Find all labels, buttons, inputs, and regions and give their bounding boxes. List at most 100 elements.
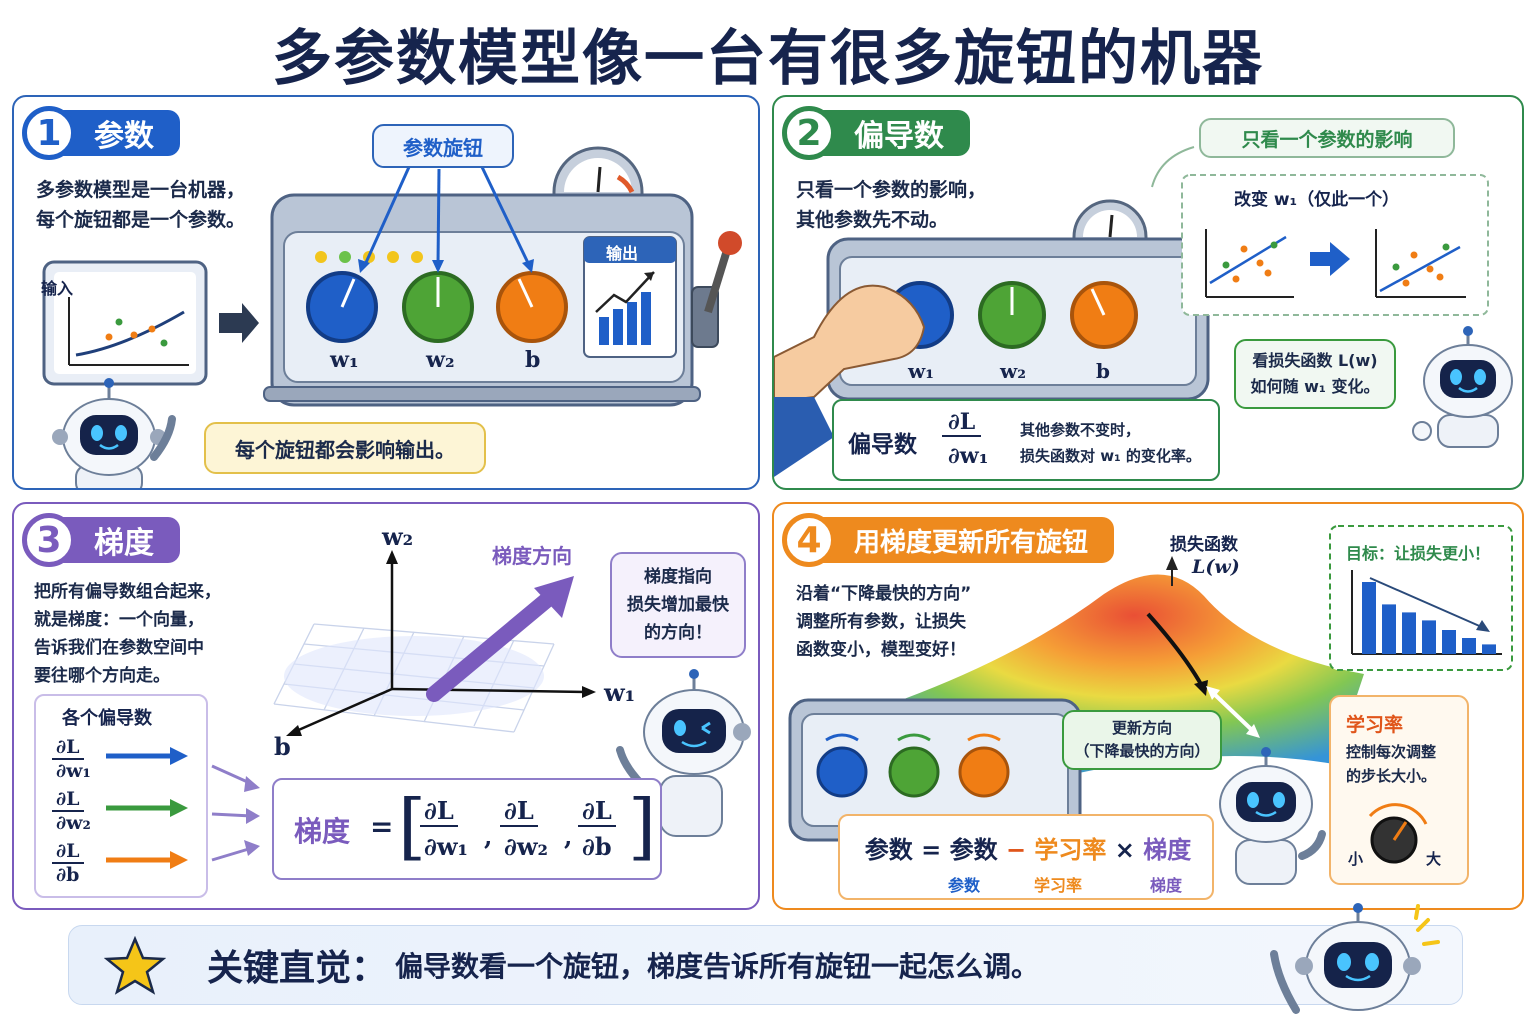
panel3-desc-line3: 告诉我们在参数空间中 [34, 638, 204, 658]
lr-desc-line2: 的步长大小。 [1346, 767, 1437, 785]
panel3-label: 梯度 [62, 517, 180, 563]
knob2-label-b: b [1096, 359, 1110, 383]
knob2-label-w2: w₂ [1000, 359, 1026, 383]
panel-parameters: 1 参数 多参数模型是一台机器， 每个旋钮都是一个参数。 [12, 95, 760, 490]
change-arrow [1310, 242, 1350, 276]
panel2-number: 2 [782, 106, 836, 160]
formula-grad: 梯度 [1143, 836, 1192, 864]
gradient-arrow [426, 586, 562, 702]
panel3-desc: 把所有偏导数组合起来， 就是梯度：一个向量， 告诉我们在参数空间中 要往哪个方向… [34, 578, 221, 690]
def-text: 其他参数不变时， 损失函数对 w₁ 的变化率。 [1020, 417, 1201, 469]
update-label-line1: 更新方向 [1111, 719, 1172, 737]
knob-bubble: 参数旋钮 [372, 124, 514, 168]
robot-panel4 [1219, 747, 1326, 885]
formula-lr: 学习率 [1034, 836, 1107, 864]
goal-bar [1462, 638, 1476, 654]
def-formula-den: ∂w₁ [948, 443, 989, 469]
knob-pointer-w1 [362, 166, 411, 268]
panel4-label: 用梯度更新所有旋钮 [822, 517, 1115, 563]
change-box [1181, 174, 1489, 316]
panel3-number: 3 [22, 513, 76, 567]
knob-pointer-b [480, 166, 531, 266]
grad-comma1: , [484, 822, 493, 851]
formula-eq: = [921, 836, 942, 864]
axis-b [293, 687, 393, 734]
partials-box: 各个偏导数 [34, 694, 208, 898]
goal-bar [1402, 612, 1416, 654]
formula-sub-param: 参数 [948, 876, 981, 895]
panel1-desc-line2: 每个旋钮都是一个参数。 [36, 209, 246, 231]
grad-item3-num: ∂L [578, 796, 616, 827]
robot-panel1 [52, 378, 176, 488]
goal-label: 目标：让损失更小！ [1346, 544, 1491, 563]
lr-small-label: 小 [1348, 850, 1364, 868]
gradient-speech: 梯度指向 损失增加最快 的方向！ [610, 552, 746, 658]
partial-w1-num: ∂L [52, 736, 84, 760]
panel3-illustration [106, 550, 751, 869]
panel2-illustration [774, 146, 1513, 477]
panel1-illustration [42, 146, 742, 488]
robot-speech-panel1: 每个旋钮都会影响输出。 [204, 422, 486, 474]
lever-knob [718, 231, 742, 255]
gradient-speech-line3: 的方向！ [644, 623, 712, 643]
update-formula: 参数 = 参数 − 学习率 × 梯度 [840, 830, 1216, 865]
knob-label-w1: w₁ [330, 347, 359, 373]
knob-label-w2: w₂ [426, 347, 455, 373]
panel1-desc-line1: 多参数模型是一台机器， [36, 179, 246, 201]
combine-arrows [211, 764, 253, 862]
partial-w1-den: ∂w₁ [56, 760, 91, 782]
update-direction-label: 更新方向 （下降最快的方向） [1062, 710, 1222, 770]
panel3-desc-line4: 要往哪个方向走。 [34, 666, 170, 686]
speech2-line1: 看损失函数 L(w) [1252, 351, 1378, 370]
partial-b-den: ∂b [56, 864, 80, 886]
axis-w1-label: w₁ [604, 678, 636, 707]
grad-item3-den: ∂b [582, 832, 612, 861]
loss-label-line1: 损失函数 [1170, 535, 1238, 555]
goal-bar [1482, 644, 1496, 654]
loss-label-line2: L(w) [1192, 556, 1240, 578]
lr-desc-line1: 控制每次调整 [1346, 743, 1437, 761]
partial-b-num: ∂L [52, 840, 84, 864]
grad-comma2: , [564, 822, 573, 851]
output-label: 输出 [606, 244, 639, 263]
knob-w1-panel4 [816, 746, 868, 798]
lr-title: 学习率 [1346, 714, 1404, 736]
page-title: 多参数模型像一台有很多旋钮的机器 [272, 24, 1264, 94]
panel1-number: 1 [22, 106, 76, 160]
panel1-label: 参数 [62, 110, 180, 156]
key-intuition-label: 关键直觉： [207, 948, 388, 989]
def-text-line1: 其他参数不变时， [1020, 421, 1141, 439]
change-caption: 改变 w₁（仅此一个） [1234, 190, 1400, 210]
lr-desc: 控制每次调整 的步长大小。 [1346, 740, 1436, 788]
panel3-badge: 3 梯度 [22, 513, 180, 567]
grad-item2-den: ∂w₂ [504, 832, 548, 861]
knob-pointer-w2 [436, 168, 441, 266]
goal-bar [1422, 620, 1436, 654]
update-direction-arrow [1208, 688, 1256, 734]
panel2-desc-line2: 其他参数先不动。 [796, 209, 949, 231]
panel2-top-bubble: 只看一个参数的影响 [1199, 118, 1455, 158]
knob-w2-panel4 [888, 746, 940, 798]
def-formula-num: ∂L [942, 409, 982, 437]
goal-bar [1442, 630, 1456, 654]
panel1-desc: 多参数模型是一台机器， 每个旋钮都是一个参数。 [36, 175, 245, 235]
partial-definition-box: 偏导数 ∂L ∂w₁ 其他参数不变时， 损失函数对 w₁ 的变化率。 [832, 399, 1220, 481]
robot-bottom [1270, 903, 1440, 1014]
partial-w2-num: ∂L [52, 788, 84, 812]
def-term: 偏导数 [848, 432, 917, 458]
panel4-desc-line3: 函数变小，模型变好！ [796, 640, 966, 660]
gradient-term: 梯度 [294, 815, 351, 848]
robot-panel2 [1412, 326, 1513, 448]
input-arrow [219, 303, 259, 343]
axis-w2-label: w₂ [382, 522, 414, 551]
goal-bars [1362, 582, 1496, 654]
input-curve [75, 310, 185, 357]
bracket-right: ] [628, 784, 657, 868]
axis-w1 [391, 687, 587, 694]
knob-b-panel4 [958, 746, 1010, 798]
update-label-line2: （下降最快的方向） [1074, 742, 1210, 760]
grad-item1-num: ∂L [420, 796, 458, 827]
panel2-label: 偏导数 [822, 110, 970, 156]
knob2-label-w1: w₁ [908, 359, 934, 383]
panel-gradient: 3 梯度 把所有偏导数组合起来， 就是梯度：一个向量， 告诉我们在参数空间中 要… [12, 502, 760, 910]
